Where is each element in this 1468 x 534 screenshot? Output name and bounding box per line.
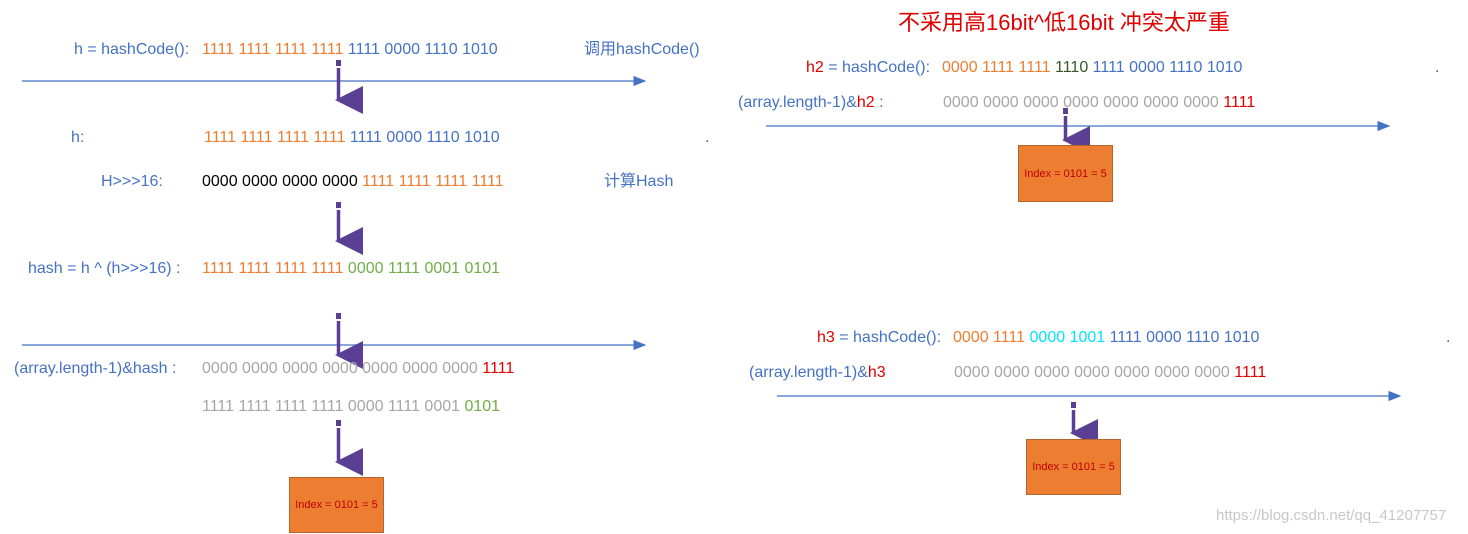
- down-arrow-2: [335, 202, 363, 255]
- operand-low: 0101: [464, 398, 501, 415]
- and-h3-label: (array.length-1)&h3: [749, 363, 886, 383]
- and-h2-var: h2: [856, 94, 875, 111]
- down-arrow-3: [335, 313, 363, 369]
- h-hashcode-label: h = hashCode():: [74, 41, 190, 58]
- dot-marker-3: .: [1446, 329, 1451, 346]
- down-arrow-5: [1062, 108, 1090, 154]
- h3-bits-blue: 1111 0000 1110 1010: [1109, 329, 1260, 346]
- h2-hashcode-label: h2 = hashCode():: [806, 58, 930, 78]
- watermark: https://blog.csdn.net/qq_41207757: [1216, 507, 1447, 524]
- h3-hashcode-value: 0000 1111 0000 1001 1111 0000 1110 1010: [953, 328, 1259, 348]
- and-h2-mask-ones: 1111: [1223, 94, 1256, 111]
- down-arrow-1: [335, 60, 363, 114]
- h2-call: = hashCode():: [823, 59, 931, 76]
- and-h3-mask-ones: 1111: [1234, 364, 1267, 381]
- compute-hash-note: 计算Hash: [604, 173, 674, 190]
- shift-value-low: 1111 1111 1111 1111: [362, 173, 504, 190]
- and-h2-expr: (array.length-1)&: [738, 94, 857, 111]
- hash-value: 1111 1111 1111 1111 0000 1111 0001 0101: [202, 259, 500, 279]
- dot-marker-1: .: [705, 129, 710, 146]
- and-h3-expr: (array.length-1)&: [749, 364, 868, 381]
- shift-value: 0000 0000 0000 0000 1111 1111 1111 1111: [202, 172, 504, 192]
- shift-label: H>>>16:: [101, 173, 163, 190]
- index-result-box-h3: Index = 0101 = 5: [1026, 439, 1121, 495]
- h3-bits-cyan: 0000 1001: [1029, 329, 1106, 346]
- h-value-high: 1111 1111 1111 1111: [202, 41, 344, 58]
- and-h2-label: (array.length-1)&h2 :: [738, 93, 884, 113]
- collision-title: 不采用高16bit^低16bit 冲突太严重: [898, 10, 1230, 35]
- mask-ones: 1111: [482, 360, 515, 377]
- call-hashcode-note: 调用hashCode(): [584, 41, 700, 58]
- h-hashcode-value: 1111 1111 1111 1111 1111 0000 1110 1010: [202, 40, 498, 60]
- and-h2-colon: :: [874, 94, 884, 111]
- and-h3-var: h3: [867, 364, 886, 381]
- and-hash-operand: 1111 1111 1111 1111 0000 1111 0001 0101: [202, 397, 500, 417]
- index-result-box-h2: Index = 0101 = 5: [1018, 145, 1113, 202]
- h-value-low: 1111 0000 1110 1010: [347, 41, 498, 58]
- index-result-box: Index = 0101 = 5: [289, 477, 384, 533]
- h3-hashcode-label: h3 = hashCode():: [817, 328, 941, 348]
- and-h3-mask: 0000 0000 0000 0000 0000 0000 0000 1111: [954, 363, 1266, 383]
- h2-hashcode-value: 0000 1111 1111 1110 1111 0000 1110 1010: [942, 58, 1242, 78]
- and-mask-value: 0000 0000 0000 0000 0000 0000 0000 1111: [202, 359, 514, 379]
- hash-value-high: 1111 1111 1111 1111: [202, 260, 344, 277]
- down-arrow-4: [335, 420, 363, 476]
- h2-value-high: 1111 1111 1111 1111: [204, 129, 346, 146]
- operand-high: 1111 1111 1111 1111 0000 1111 0001: [202, 398, 461, 415]
- h2-value-low: 1111 0000 1110 1010: [349, 129, 500, 146]
- h-label: h:: [71, 129, 85, 146]
- and-hash-label: (array.length-1)&hash :: [14, 360, 177, 377]
- mask-zeros: 0000 0000 0000 0000 0000 0000 0000: [202, 360, 478, 377]
- and-h2-mask-zeros: 0000 0000 0000 0000 0000 0000 0000: [943, 94, 1219, 111]
- down-arrow-6: [1070, 402, 1098, 447]
- h2-bits-blue: 1111 0000 1110 1010: [1092, 59, 1243, 76]
- h2-name: h2: [806, 59, 824, 76]
- hash-formula-label: hash = h ^ (h>>>16) :: [28, 260, 181, 277]
- h3-call: = hashCode():: [834, 329, 942, 346]
- and-h2-mask: 0000 0000 0000 0000 0000 0000 0000 1111: [943, 93, 1255, 113]
- h-value: 1111 1111 1111 1111 1111 0000 1110 1010: [204, 128, 500, 148]
- hash-value-low: 0000 1111 0001 0101: [347, 260, 501, 277]
- h2-bits-orange: 0000 1111 1111: [942, 59, 1051, 76]
- shift-value-high: 0000 0000 0000 0000: [202, 173, 358, 190]
- dot-marker-2: .: [1435, 59, 1440, 76]
- h2-bits-green: 1110: [1055, 59, 1089, 76]
- and-h3-mask-zeros: 0000 0000 0000 0000 0000 0000 0000: [954, 364, 1230, 381]
- h3-bits-orange: 0000 1111: [953, 329, 1026, 346]
- h3-name: h3: [817, 329, 835, 346]
